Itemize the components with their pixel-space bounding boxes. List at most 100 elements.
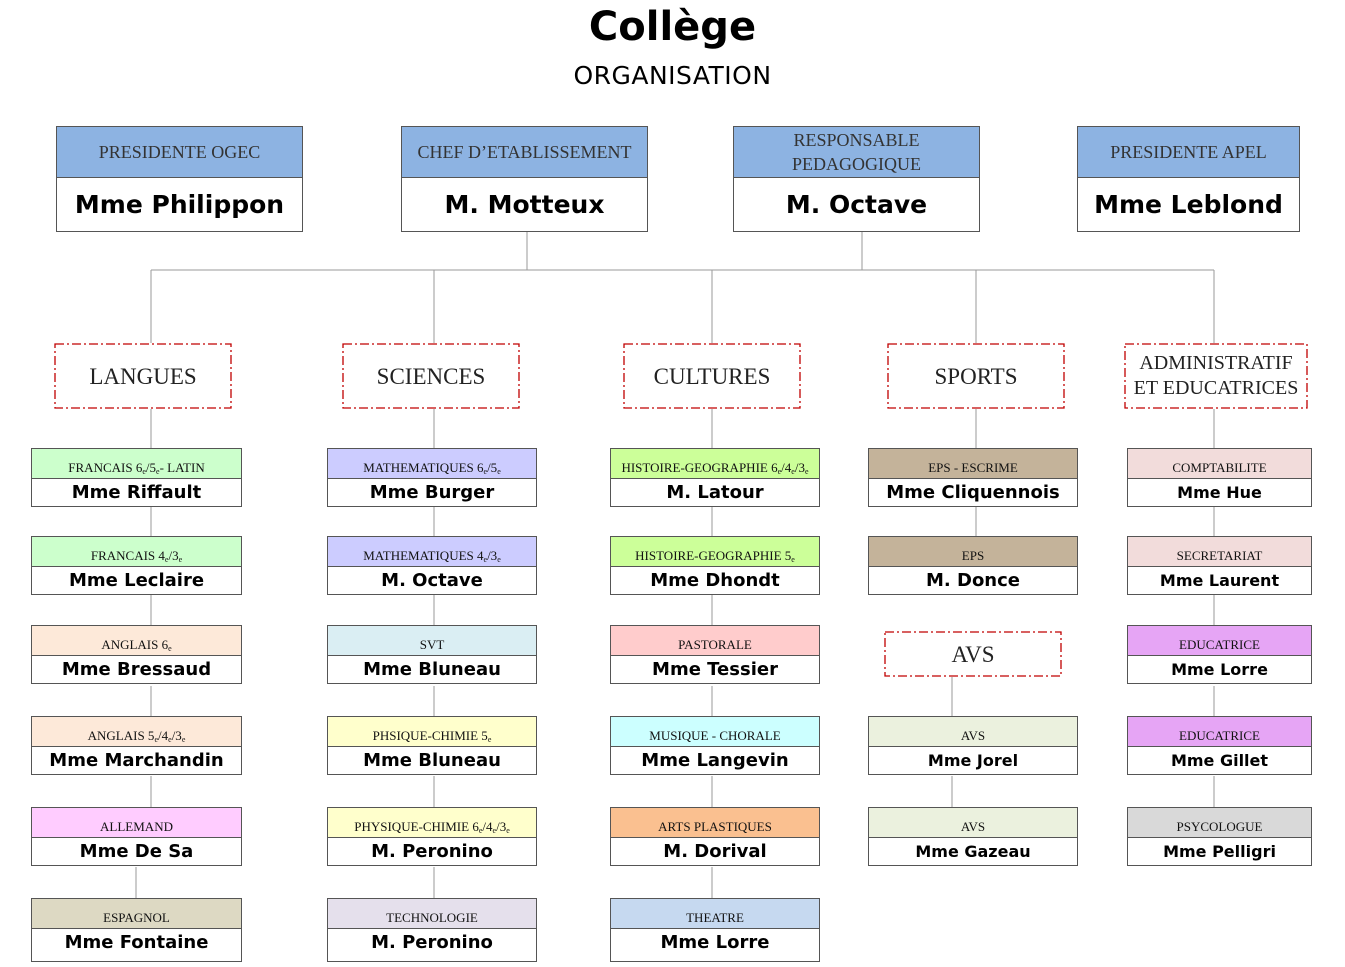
subject-text: ANGLAIS 5	[87, 728, 155, 743]
staff-name: M. Dorival	[663, 841, 767, 862]
subject-sup: e	[168, 735, 172, 744]
leader-role: PRESIDENTE APEL	[1078, 127, 1299, 178]
dept-sports: SPORTS	[887, 343, 1065, 409]
subject-sup: e	[178, 555, 183, 564]
subject-label: AVS	[869, 808, 1077, 838]
subject-text: HISTOIRE-GEOGRAPHIE 6	[621, 460, 778, 475]
dept-label: ADMINISTRATIF ET EDUCATRICES	[1133, 352, 1299, 399]
staff-card: ARTS PLASTIQUES M. Dorival	[610, 807, 820, 866]
subject-label: EDUCATRICE	[1128, 626, 1311, 656]
subject-sup: e	[156, 467, 160, 476]
subject-sup: e	[483, 555, 488, 564]
leader-name: M. Octave	[785, 190, 928, 219]
staff-name: Mme Gazeau	[915, 842, 1031, 861]
dept-avs: AVS	[884, 631, 1062, 677]
subject-text: - LATIN	[159, 460, 205, 475]
subject-label: MUSIQUE - CHORALE	[611, 717, 819, 747]
subject-text: MUSIQUE - CHORALE	[649, 728, 781, 743]
staff-card: AVS Mme Gazeau	[868, 807, 1078, 866]
subject-text: PASTORALE	[678, 637, 752, 652]
subject-label: SVT	[328, 626, 536, 656]
staff-card: PASTORALE Mme Tessier	[610, 625, 820, 684]
dept-label: AVS	[951, 641, 995, 667]
staff-name: Mme Bressaud	[61, 659, 212, 680]
subject-text: EDUCATRICE	[1179, 637, 1260, 652]
subject-sup: e	[791, 555, 795, 564]
subject-text: /4	[158, 728, 169, 743]
subject-text: /4	[482, 819, 493, 834]
page-title: Collège	[588, 4, 757, 50]
subject-text: /3	[168, 548, 179, 563]
staff-name: Mme Bluneau	[363, 750, 501, 771]
staff-card: COMPTABILITE Mme Hue	[1127, 448, 1312, 507]
subject-text: /3	[496, 819, 507, 834]
subject-text: MATHEMATIQUES 4	[363, 548, 484, 563]
dept-border	[54, 343, 232, 409]
staff-name: Mme Lorre	[660, 932, 770, 953]
subject-text: /3	[171, 728, 182, 743]
subject-sup: e	[492, 826, 497, 835]
staff-name: M. Peronino	[371, 841, 493, 862]
subject-sup: e	[487, 735, 492, 744]
subject-label: ESPAGNOL	[32, 899, 241, 929]
subject-sup: e	[777, 467, 782, 476]
dept-border	[342, 343, 520, 409]
subject-text: SVT	[419, 637, 445, 652]
subject-text: ANGLAIS 6	[101, 637, 169, 652]
staff-name: Mme Lorre	[1171, 660, 1268, 679]
leader-box-pedagogique: RESPONSABLE PEDAGOGIQUE M. Octave	[733, 126, 980, 232]
leader-name: Mme Philippon	[74, 190, 285, 219]
subject-sup: e	[804, 467, 809, 476]
staff-name: Mme De Sa	[79, 841, 194, 862]
leader-name: Mme Leblond	[1094, 190, 1283, 219]
subject-sup: e	[483, 467, 488, 476]
staff-name: M. Octave	[381, 570, 483, 591]
staff-name: Mme Pelligri	[1163, 842, 1276, 861]
staff-card: EDUCATRICE Mme Lorre	[1127, 625, 1312, 684]
dept-cultures: CULTURES	[623, 343, 801, 409]
dept-label: LANGUES	[89, 363, 197, 389]
subject-sup: e	[154, 735, 158, 744]
subject-label: SECRETARIAT	[1128, 537, 1311, 567]
subject-text: EDUCATRICE	[1179, 728, 1260, 743]
dept-label: SCIENCES	[376, 363, 486, 389]
staff-name: M. Donce	[925, 570, 1021, 591]
subject-text: /3	[487, 548, 498, 563]
subject-label: ARTS PLASTIQUES	[611, 808, 819, 838]
subject-text: /3	[794, 460, 805, 475]
subject-label: COMPTABILITE	[1128, 449, 1311, 479]
subject-label: TECHNOLOGIE	[328, 899, 536, 929]
subject-text: ESPAGNOL	[103, 910, 170, 925]
subject-text: PHYSIQUE-CHIMIE 6	[354, 819, 479, 834]
subject-text: /5	[145, 460, 157, 475]
staff-name: Mme Tessier	[652, 659, 778, 680]
staff-name: Mme Hue	[1177, 483, 1262, 502]
staff-name: Mme Burger	[369, 482, 495, 503]
subject-label: PASTORALE	[611, 626, 819, 656]
leader-role: CHEF D’ETABLISSEMENT	[402, 127, 647, 178]
subject-sup: e	[164, 555, 169, 564]
